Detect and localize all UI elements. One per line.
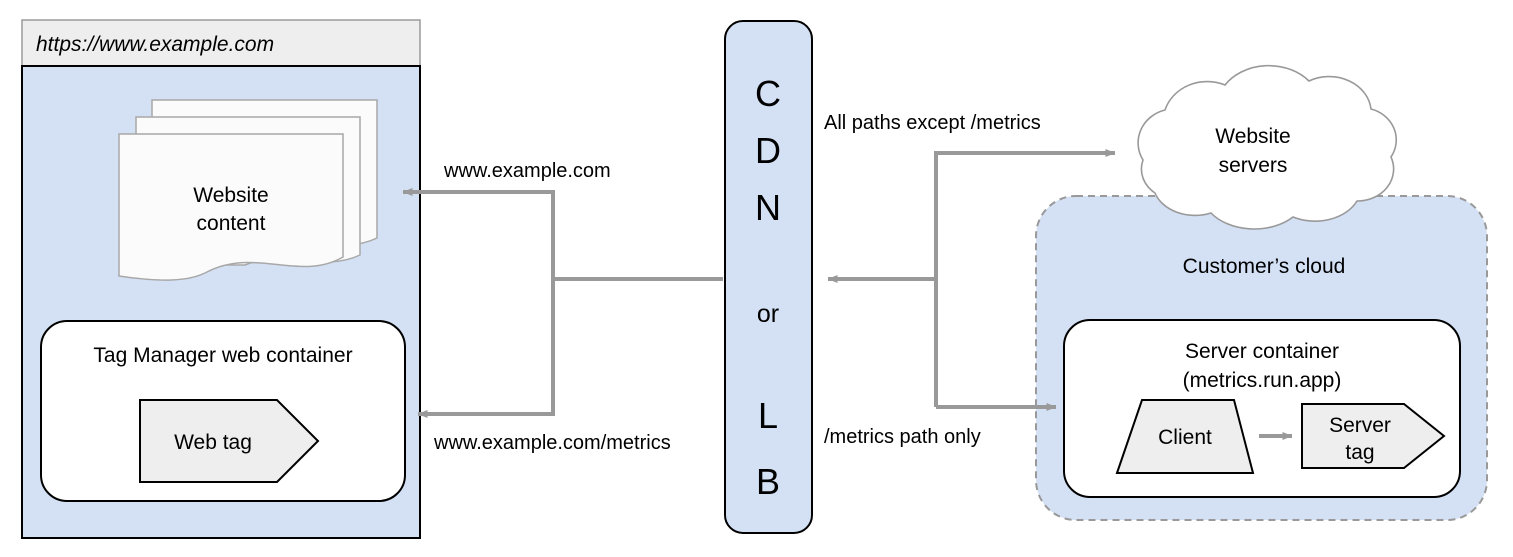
edge-path-www-example-com-metrics: [417, 277, 723, 418]
cdn-or-lb-node[interactable]: C D N or L B: [724, 20, 813, 534]
server-tag-label-line2: tag: [1345, 441, 1374, 464]
client-shape: [1115, 399, 1255, 474]
customers-cloud-label: Customer’s cloud: [1183, 255, 1346, 278]
website-servers-label-line2: servers: [1219, 154, 1288, 177]
server-container-label-line1: Server container: [1185, 340, 1339, 363]
edge-label-metrics-path-only: /metrics path only: [824, 426, 981, 448]
browser-url-bar[interactable]: [21, 19, 421, 67]
website-content-node[interactable]: Website content: [118, 99, 378, 281]
edge-group-metrics-path-only: /metrics path only: [824, 403, 1057, 448]
website-servers-label-line1: Website: [1215, 125, 1290, 148]
edge-path-all-paths-except-metrics: [934, 149, 1116, 407]
server-tag-node[interactable]: Server tag: [1301, 403, 1446, 469]
cdn-letter-n: N: [755, 187, 781, 228]
client-label: Client: [1158, 426, 1212, 449]
web-tag-node[interactable]: Web tag: [139, 399, 320, 483]
web-tag-shape: [139, 399, 320, 483]
tag-manager-web-container-node[interactable]: Tag Manager web container Web tag: [40, 320, 406, 502]
web-tag-label: Web tag: [174, 431, 252, 454]
client-node[interactable]: Client: [1115, 399, 1255, 474]
server-container-label-line2: (metrics.run.app): [1183, 369, 1342, 392]
cloud-shape: [1137, 64, 1398, 230]
server-tag-shape: [1301, 403, 1446, 469]
website-content-sheet-front: [118, 133, 344, 281]
lb-letter-b: B: [756, 461, 780, 502]
edge-group-www-example-com-metrics: www.example.com/metrics: [417, 277, 723, 454]
server-container-node[interactable]: Server container (metrics.run.app) Clien…: [1063, 319, 1461, 498]
server-tag-label-line1: Server: [1329, 414, 1391, 437]
cdn-or-lb-box: [724, 20, 813, 534]
website-content-label-line1: Website: [193, 184, 268, 207]
website-servers-node[interactable]: Website servers: [1137, 64, 1398, 230]
browser-url-text: https://www.example.com: [36, 33, 274, 56]
edge-label-www-example-com-metrics: www.example.com/metrics: [433, 432, 671, 454]
cdn-letter-d: D: [755, 130, 781, 171]
tag-manager-container-label: Tag Manager web container: [93, 344, 352, 367]
cdn-letter-c: C: [755, 73, 781, 114]
edge-label-all-paths-except-metrics: All paths except /metrics: [824, 112, 1041, 134]
lb-letter-l: L: [758, 395, 778, 436]
cdn-separator-or: or: [757, 300, 779, 328]
edge-group-www-example-com: www.example.com: [402, 160, 723, 281]
website-content-label-line2: content: [197, 212, 266, 235]
edge-path-www-example-com: [402, 188, 723, 281]
edge-label-www-example-com: www.example.com: [443, 160, 611, 182]
edge-group-all-paths-except-metrics: All paths except /metrics: [824, 112, 1116, 407]
